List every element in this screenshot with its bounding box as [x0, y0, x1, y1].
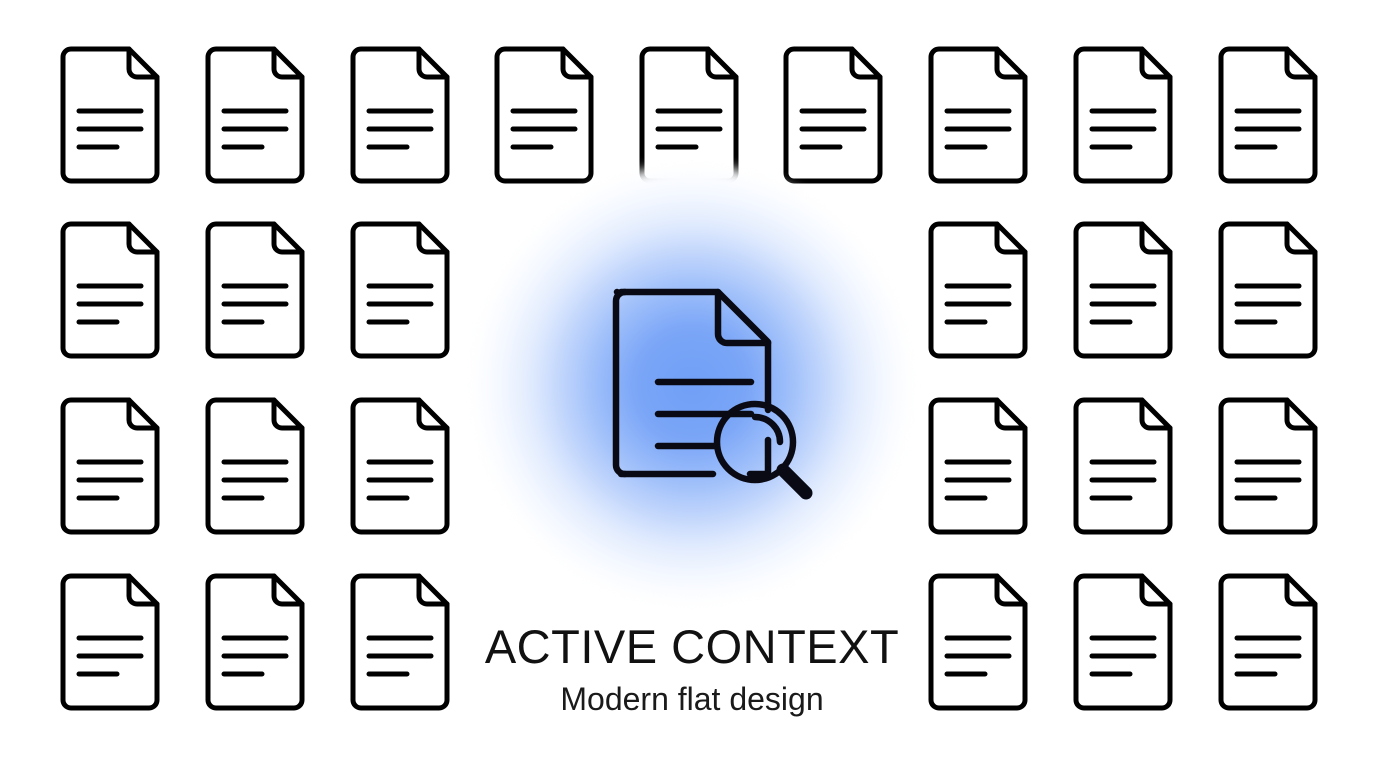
document-icon[interactable]	[204, 220, 306, 360]
document-icon[interactable]	[1217, 396, 1319, 536]
page-subtitle: Modern flat design	[560, 680, 824, 717]
folded-corner	[994, 397, 1028, 431]
document-outline	[928, 573, 1028, 711]
document-outline	[350, 46, 450, 184]
focus-document-body	[612, 288, 629, 478]
caption-block: ACTIVE CONTEXT Modern flat design	[388, 620, 996, 718]
folded-corner	[126, 397, 160, 431]
document-icon[interactable]	[927, 220, 1029, 360]
document-icon[interactable]	[59, 220, 161, 360]
document-icon[interactable]	[59, 572, 161, 712]
document-icon[interactable]	[1072, 396, 1174, 536]
document-outline	[205, 573, 305, 711]
folded-corner	[994, 46, 1028, 80]
document-outline	[1218, 46, 1318, 184]
document-outline	[205, 221, 305, 359]
document-icon[interactable]	[204, 45, 306, 185]
folded-corner	[705, 46, 739, 80]
folded-corner	[416, 573, 450, 607]
document-icon[interactable]	[1072, 572, 1174, 712]
folded-corner	[416, 397, 450, 431]
document-icon[interactable]	[493, 45, 595, 185]
document-icon[interactable]	[59, 396, 161, 536]
document-outline	[350, 221, 450, 359]
document-icon[interactable]	[927, 572, 1029, 712]
document-outline	[928, 221, 1028, 359]
document-outline	[783, 46, 883, 184]
folded-corner	[416, 221, 450, 255]
document-icon[interactable]	[927, 396, 1029, 536]
document-outline	[60, 573, 160, 711]
document-icon[interactable]	[638, 45, 740, 185]
folded-corner	[849, 46, 883, 80]
document-icon[interactable]	[204, 572, 306, 712]
document-search-icon[interactable]	[603, 272, 823, 504]
folded-corner	[994, 221, 1028, 255]
document-icon[interactable]	[349, 45, 451, 185]
folded-corner	[271, 573, 305, 607]
document-outline	[1218, 397, 1318, 535]
folded-corner	[126, 221, 160, 255]
folded-corner	[1139, 221, 1173, 255]
folded-corner	[126, 573, 160, 607]
document-outline	[60, 397, 160, 535]
folded-corner	[994, 573, 1028, 607]
document-outline	[350, 573, 450, 711]
document-outline	[60, 221, 160, 359]
document-icon[interactable]	[1217, 572, 1319, 712]
document-outline	[1073, 573, 1173, 711]
document-outline	[494, 46, 594, 184]
magnifier-lens	[713, 400, 797, 484]
document-icon[interactable]	[1217, 220, 1319, 360]
document-outline	[1073, 46, 1173, 184]
folded-corner	[1139, 397, 1173, 431]
page-title: ACTIVE CONTEXT	[484, 620, 900, 673]
document-icon[interactable]	[204, 396, 306, 536]
magnifier-handle	[776, 463, 813, 500]
document-icon[interactable]	[782, 45, 884, 185]
folded-corner	[271, 46, 305, 80]
document-icon[interactable]	[349, 396, 451, 536]
folded-corner	[271, 221, 305, 255]
document-icon[interactable]	[349, 220, 451, 360]
document-outline	[928, 46, 1028, 184]
folded-corner	[1139, 573, 1173, 607]
folded-corner	[1284, 221, 1318, 255]
folded-corner	[416, 46, 450, 80]
magnifier-highlight-arc	[751, 413, 784, 446]
focus-document-outline	[613, 288, 772, 478]
folded-corner	[1284, 573, 1318, 607]
document-outline	[60, 46, 160, 184]
document-icon[interactable]	[1072, 220, 1174, 360]
folded-corner	[1284, 46, 1318, 80]
folded-corner	[560, 46, 594, 80]
document-outline	[205, 46, 305, 184]
document-outline	[1073, 221, 1173, 359]
document-outline	[639, 46, 739, 184]
document-icon[interactable]	[59, 45, 161, 185]
document-outline	[928, 397, 1028, 535]
document-outline	[1218, 573, 1318, 711]
document-icon[interactable]	[927, 45, 1029, 185]
folded-corner	[271, 397, 305, 431]
document-outline	[205, 397, 305, 535]
document-outline	[1073, 397, 1173, 535]
document-icon[interactable]	[1217, 45, 1319, 185]
document-icon[interactable]	[349, 572, 451, 712]
document-outline	[1218, 221, 1318, 359]
focus-document-fold	[714, 288, 772, 347]
folded-corner	[1139, 46, 1173, 80]
folded-corner	[1284, 397, 1318, 431]
document-icon[interactable]	[1072, 45, 1174, 185]
document-outline	[350, 397, 450, 535]
folded-corner	[126, 46, 160, 80]
